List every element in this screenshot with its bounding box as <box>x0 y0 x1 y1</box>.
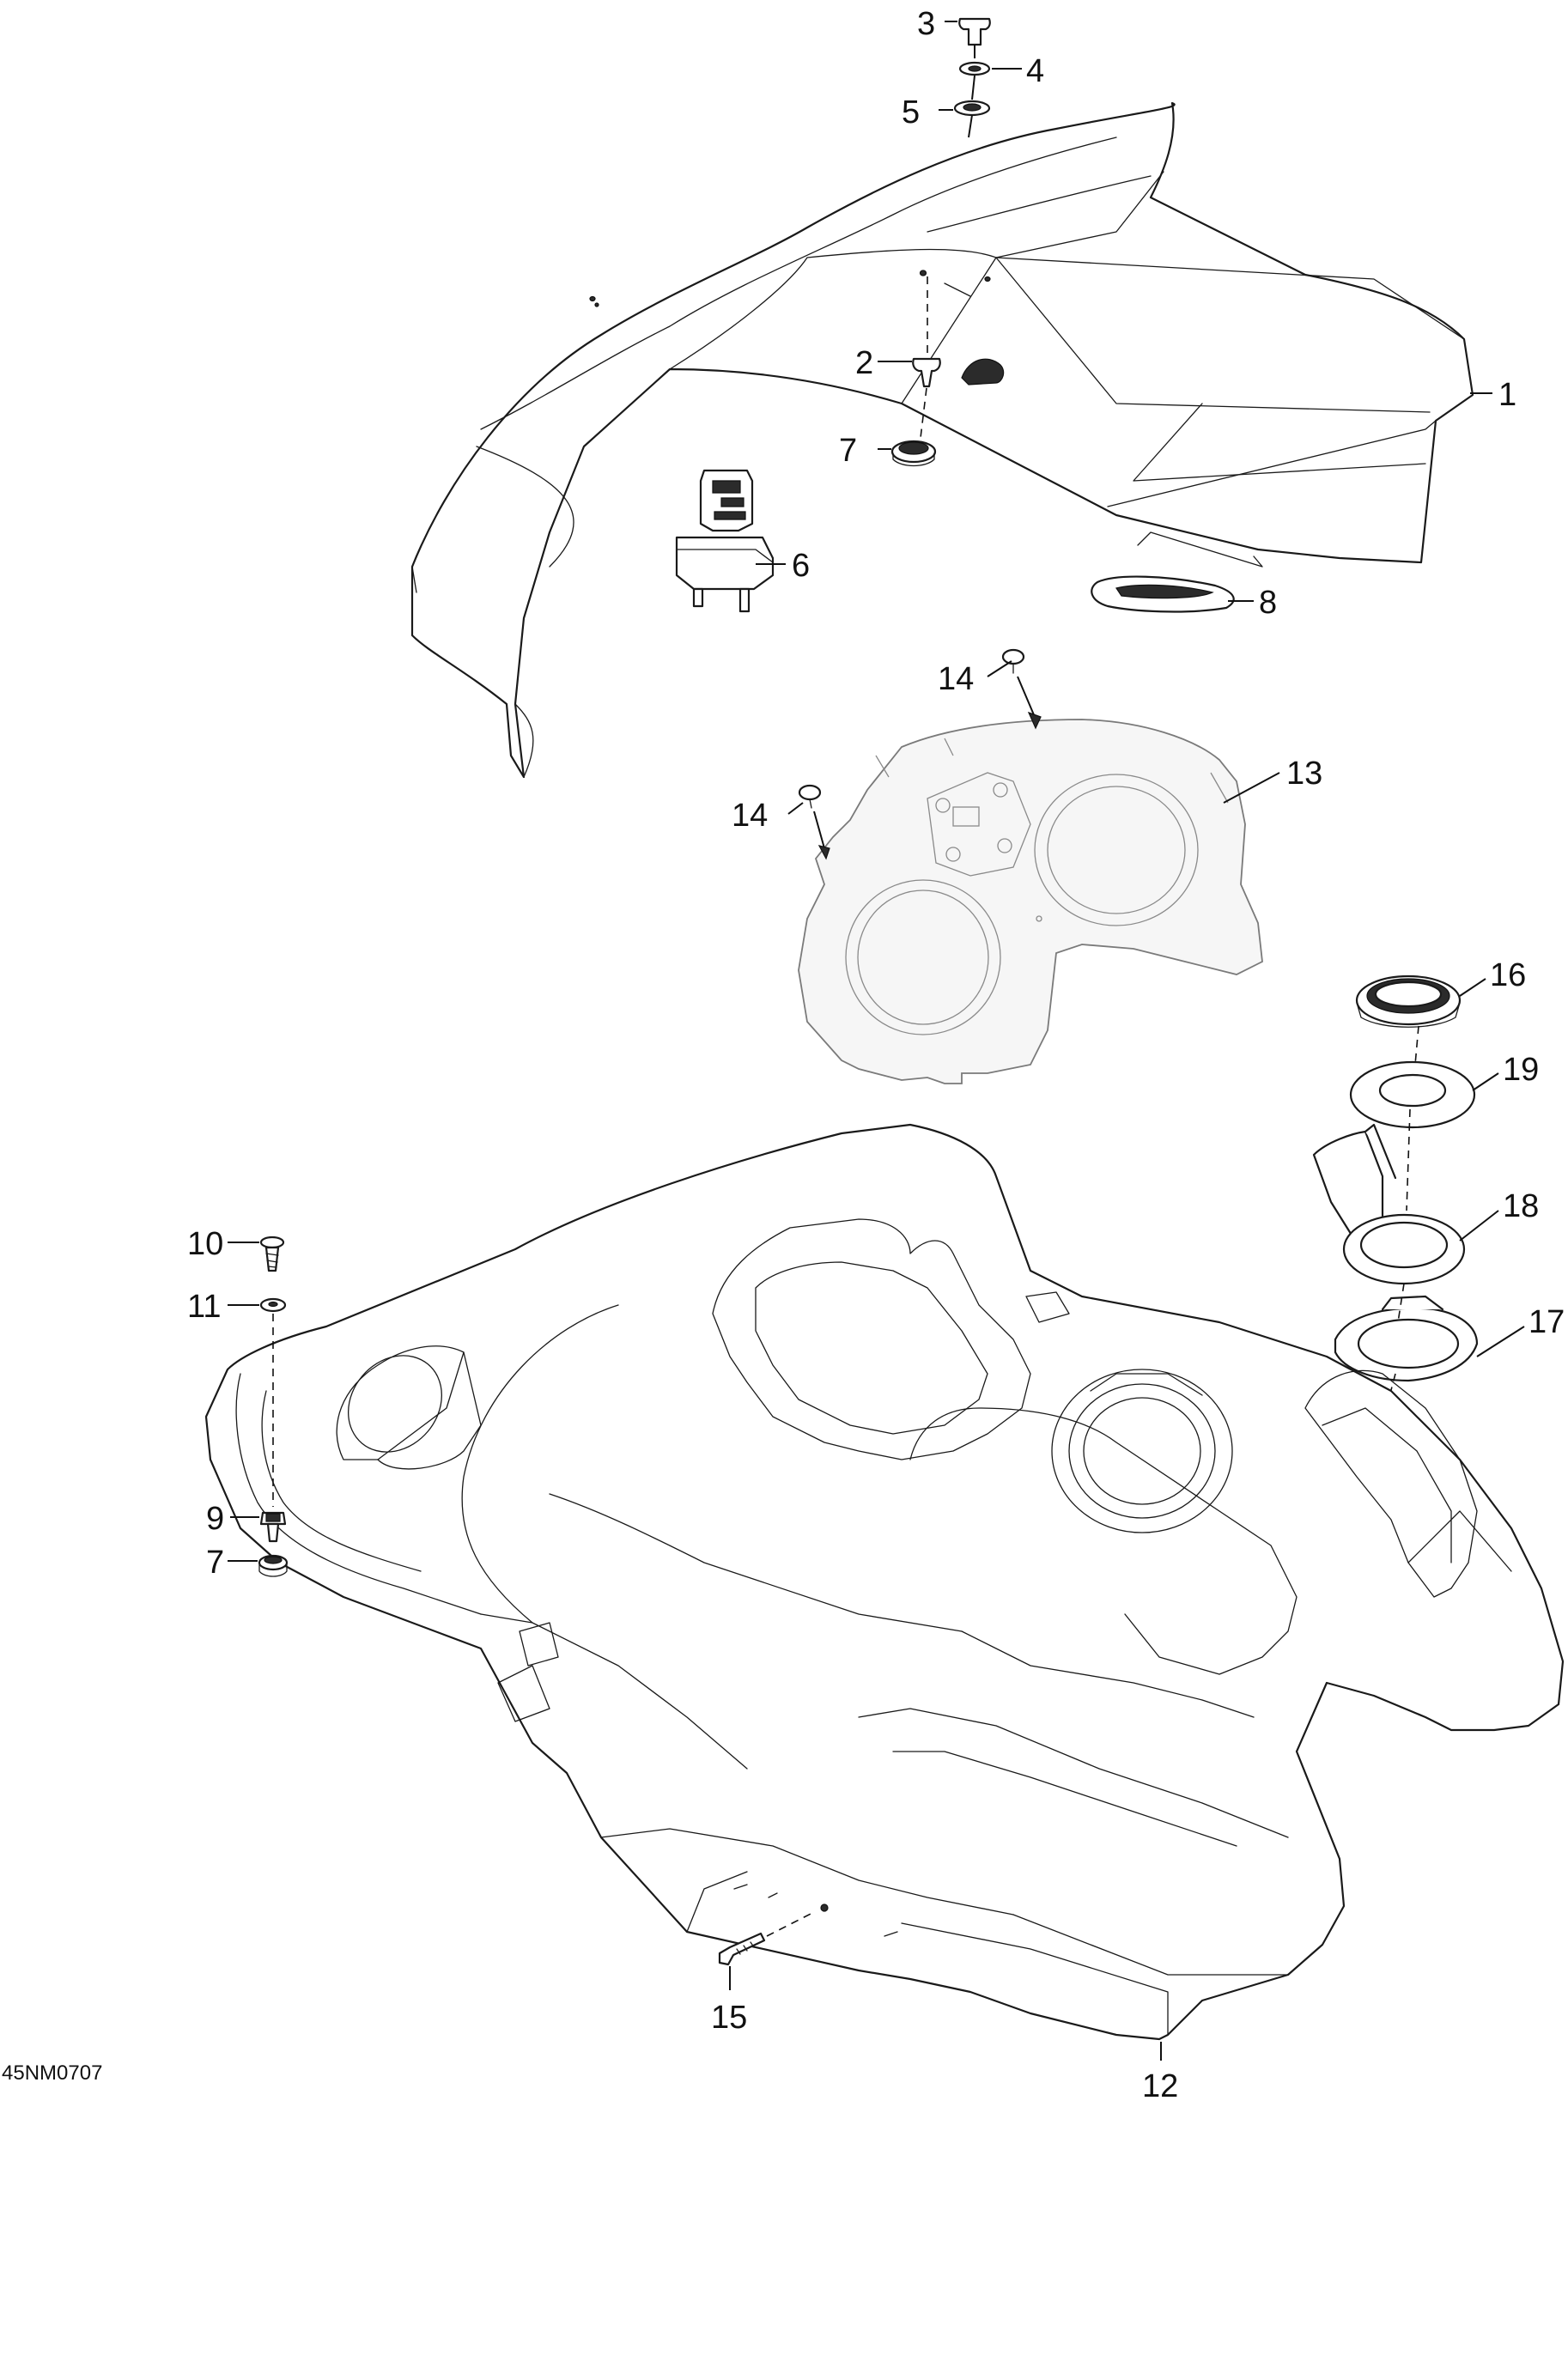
figure-code: 45NM0707 <box>2 2061 102 2085</box>
part-14-left-arrow <box>813 811 825 849</box>
part-14-pin-left <box>798 784 822 809</box>
arrow-head <box>1027 711 1042 730</box>
part-7-grommet-upper <box>890 440 937 467</box>
part-10-screw <box>259 1236 285 1272</box>
callout-14-left: 14 <box>732 798 768 834</box>
part-8-clip <box>1091 575 1235 613</box>
part-5-grommet <box>953 100 991 117</box>
part-9-rivet <box>259 1511 287 1543</box>
callout-16: 16 <box>1490 957 1526 993</box>
callout-7-lower: 7 <box>206 1545 224 1581</box>
callout-13: 13 <box>1286 756 1322 792</box>
part-12-lower-console <box>204 1123 1565 2041</box>
callout-7-upper: 7 <box>839 433 857 469</box>
callout-2: 2 <box>855 345 873 381</box>
part-2-push-rivet <box>912 357 941 388</box>
callout-18: 18 <box>1503 1188 1539 1224</box>
callout-11: 11 <box>187 1289 221 1325</box>
part-1-upper-hood <box>410 101 1474 779</box>
part-7-grommet-lower <box>258 1554 289 1577</box>
part-18-bracket <box>1312 1123 1466 1285</box>
callout-12: 12 <box>1142 2068 1178 2104</box>
part-3-push-rivet <box>958 17 991 46</box>
callout-19: 19 <box>1503 1052 1539 1088</box>
part-4-washer <box>958 61 991 76</box>
callout-4: 4 <box>1026 53 1044 89</box>
callout-3: 3 <box>917 6 935 42</box>
part-16-nut <box>1355 974 1462 1028</box>
part-14-pin-top <box>1001 648 1025 674</box>
hardware-axis-line <box>968 45 975 138</box>
callout-14-top: 14 <box>938 661 974 697</box>
stack-axis <box>1352 1025 1419 1538</box>
part-14-top-arrow <box>1017 676 1036 718</box>
callout-labels: 3 4 5 2 1 7 6 8 14 13 14 16 19 18 10 11 … <box>2 6 1565 2104</box>
callout-15: 15 <box>711 2000 747 2036</box>
callout-1: 1 <box>1498 377 1516 413</box>
part-13-gauge-support <box>798 719 1263 1084</box>
leader-lines <box>228 21 1525 2061</box>
part-15-screw <box>718 1932 766 1966</box>
callout-6: 6 <box>792 548 810 584</box>
part-17-retainer <box>1334 1295 1479 1382</box>
callout-5: 5 <box>902 94 920 131</box>
callout-9: 9 <box>206 1501 224 1537</box>
arrow-head <box>817 845 830 860</box>
callout-17: 17 <box>1528 1304 1565 1340</box>
part-15-axis <box>766 1910 817 1937</box>
part-2-axis <box>920 276 928 439</box>
part-11-washer <box>259 1297 287 1313</box>
part-6-mirror-mount <box>675 469 775 613</box>
part-19-ring <box>1349 1060 1476 1129</box>
callout-8: 8 <box>1259 585 1277 621</box>
callout-10: 10 <box>187 1226 223 1262</box>
